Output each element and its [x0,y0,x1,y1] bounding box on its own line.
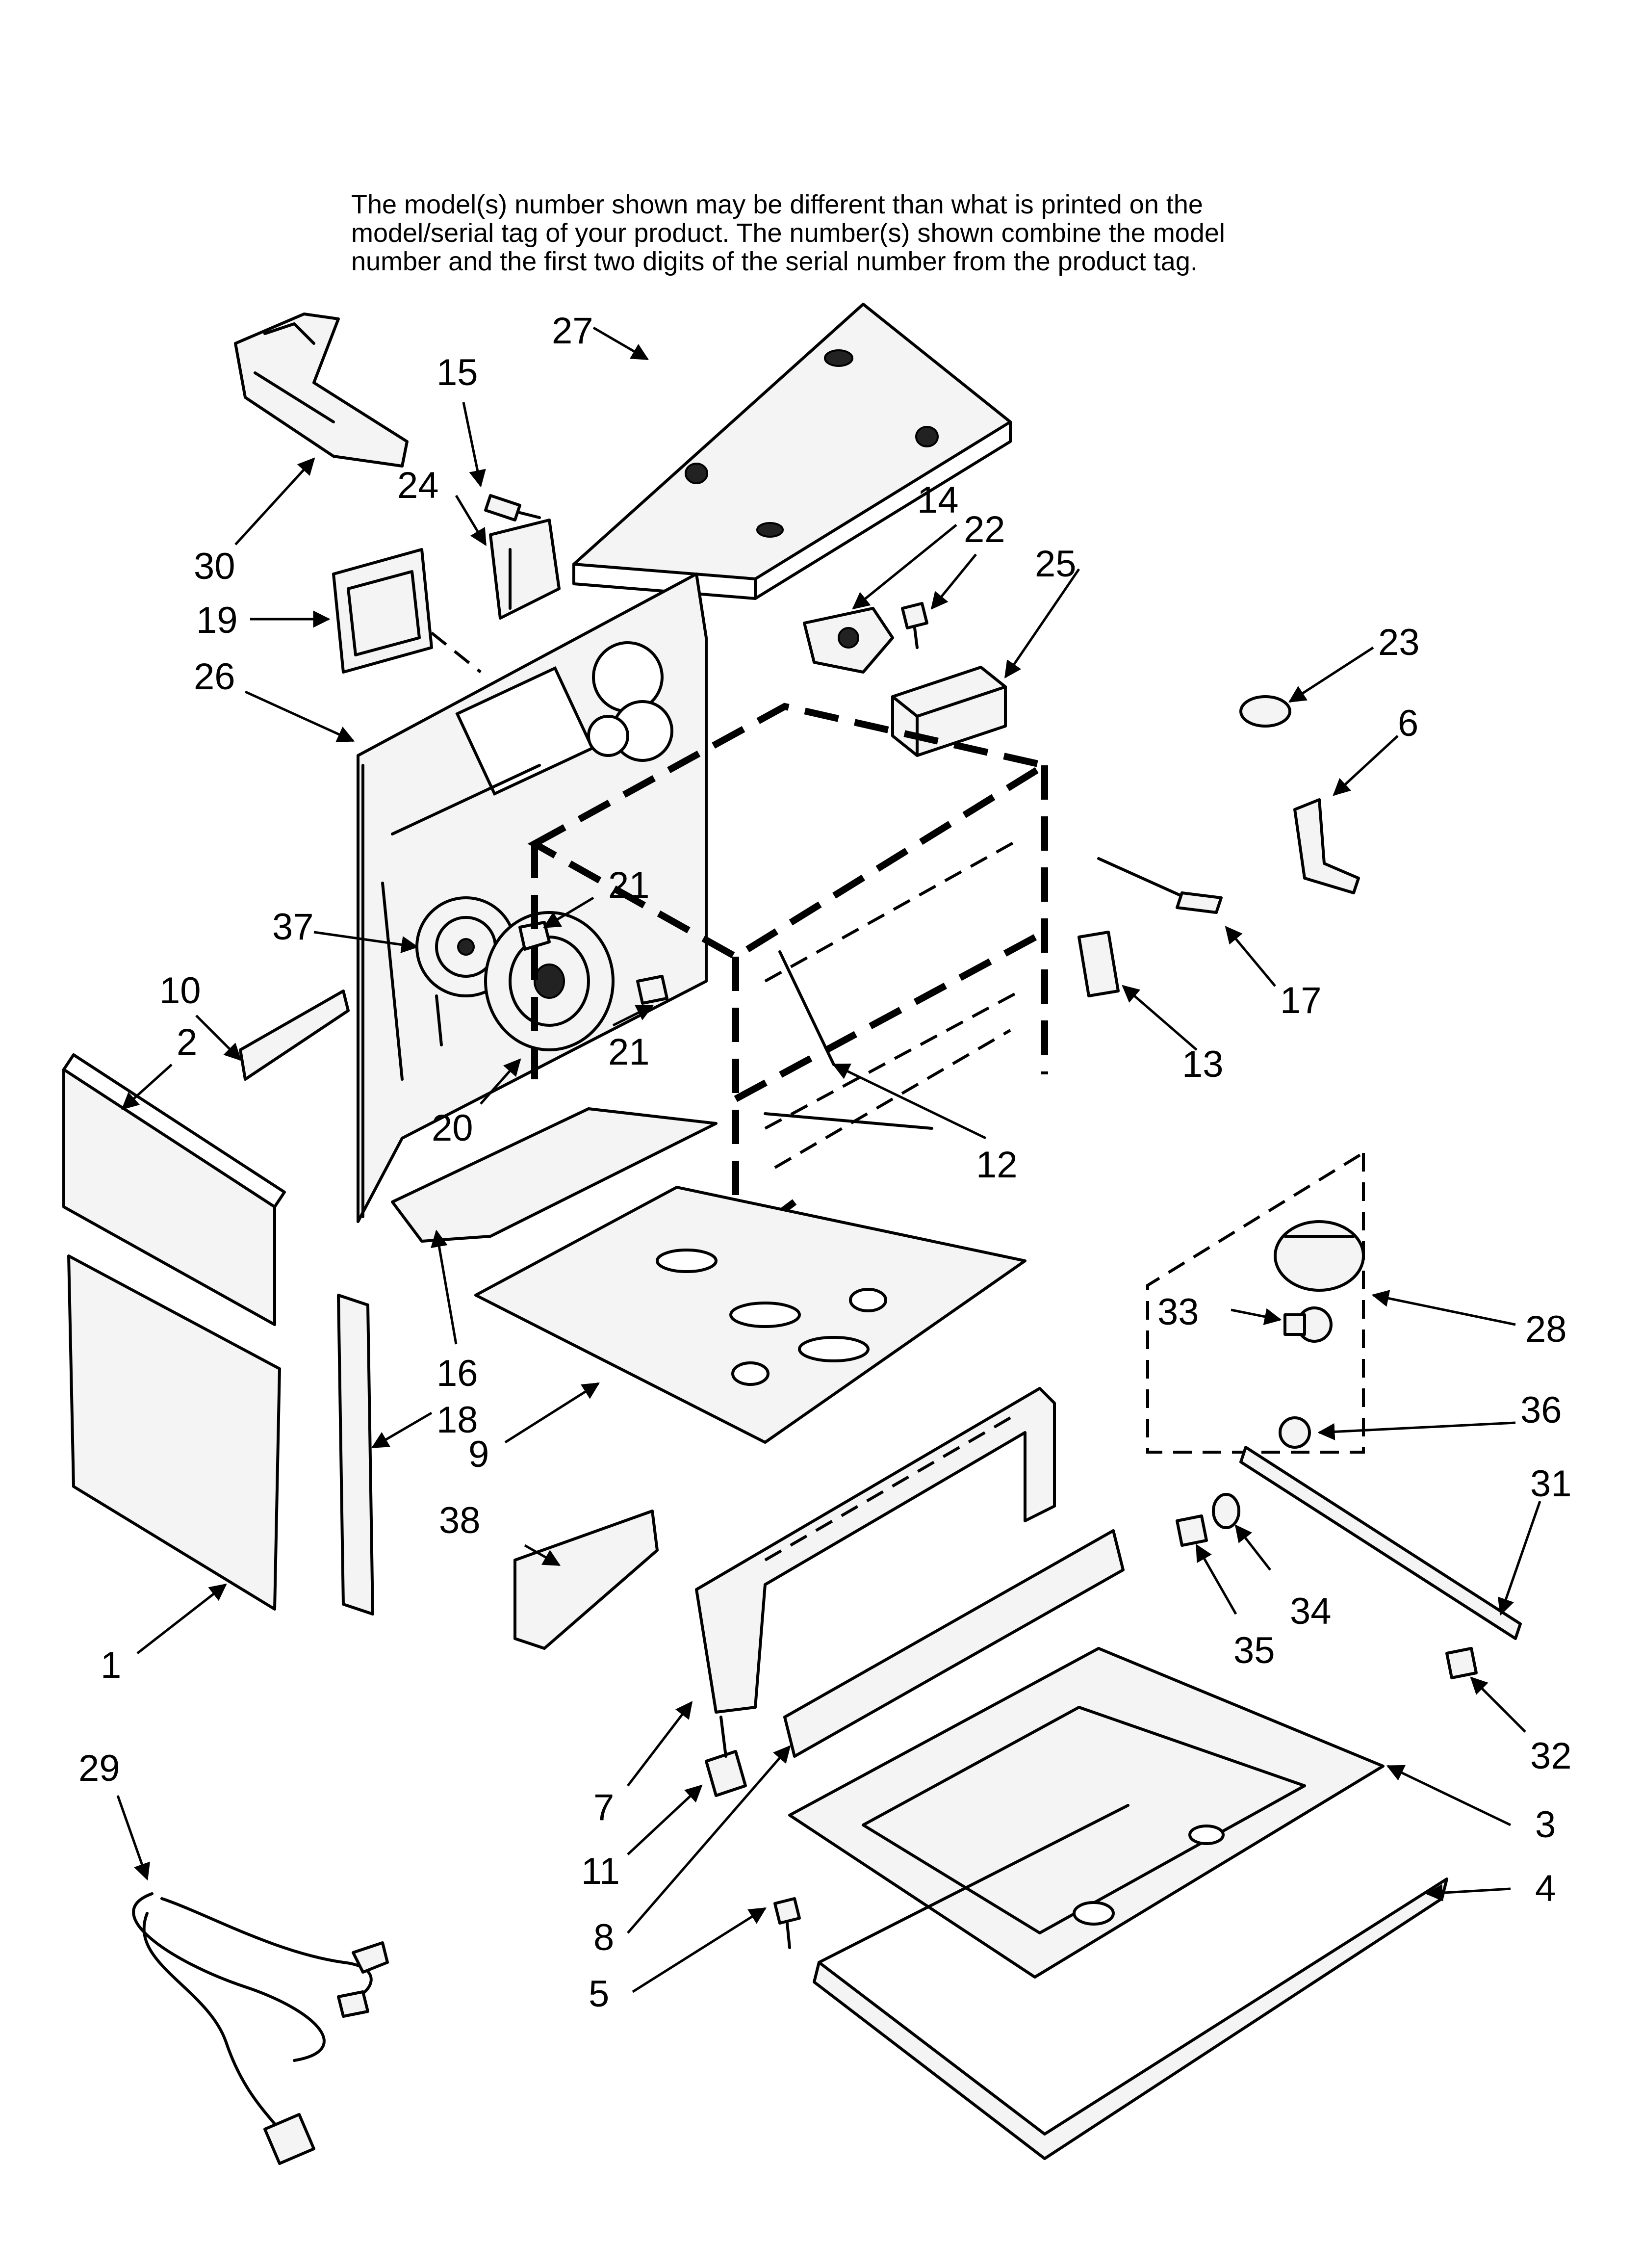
callout-6: 6 [1398,703,1418,744]
callout-17: 17 [1280,980,1322,1021]
part-3-base-pan [788,1647,1385,1979]
callout-15: 15 [436,352,478,393]
callout-22: 22 [964,509,1005,550]
callout-1: 1 [101,1644,121,1686]
part-23-clip [1239,695,1291,728]
note-line-2: model/serial tag of your product. The nu… [351,218,1225,248]
part-17-sensor [1097,857,1223,914]
callout-36: 36 [1520,1389,1562,1431]
callout-12: 12 [976,1144,1018,1186]
callout-26: 26 [194,656,235,698]
part-38-bracket [513,1510,659,1650]
note-line-1: The model(s) number shown may be differe… [351,190,1203,219]
part-33-bulb [1283,1306,1333,1343]
part-21-nut-lower [636,975,668,1005]
callout-3: 3 [1535,1804,1556,1846]
part-14-switch [803,607,894,674]
callout-30: 30 [194,546,235,587]
part-2-upper-side-panel [62,1053,286,1326]
callout-5: 5 [589,1973,609,2015]
part-32-screw [1445,1647,1478,1679]
callout-labels: 1 2 3 4 5 6 7 8 9 10 11 12 13 14 15 16 1… [78,310,1572,2015]
callout-2: 2 [177,1021,197,1063]
part-22-screw [901,602,928,649]
callout-29: 29 [78,1747,120,1789]
part-10-strip [239,990,350,1081]
leader-lines [116,326,1541,1993]
part-25-terminal-block [891,666,1007,757]
callout-14: 14 [917,479,959,521]
part-1-lower-side-panel [67,1254,281,1611]
callout-18: 18 [436,1399,478,1441]
callout-21b: 21 [608,1031,650,1073]
part-30-vent-duct [234,313,409,468]
callout-19: 19 [196,600,238,641]
part-11-leveling-leg [705,1716,747,1797]
callout-8: 8 [593,1917,614,1958]
part-28-light-assembly [1146,1150,1365,1454]
part-8-kick-strip [783,1529,1125,1758]
callout-35: 35 [1233,1630,1275,1671]
callout-25: 25 [1035,543,1077,585]
callout-7: 7 [593,1787,614,1828]
part-12-element [764,950,933,1130]
part-31-rod [1239,1446,1522,1640]
part-20-fan-blade [484,911,615,1051]
callout-9: 9 [468,1434,489,1475]
callout-37: 37 [272,906,314,948]
callout-33: 33 [1157,1291,1199,1333]
callout-11: 11 [581,1851,620,1892]
part-6-bracket [1293,798,1360,894]
callout-34: 34 [1290,1590,1332,1632]
part-29-power-cord [132,1892,389,2165]
note-line-3: number and the first two digits of the s… [351,247,1198,276]
part-19-vent-box [332,548,482,674]
part-35-bolt [1176,1514,1208,1547]
callout-13: 13 [1182,1043,1224,1085]
callout-27: 27 [552,310,593,352]
part-16-support [391,1107,718,1243]
callout-24: 24 [397,465,439,506]
part-7-front-frame [695,1387,1056,1714]
part-9-bottom-pan [474,1186,1026,1444]
callout-32: 32 [1530,1735,1572,1777]
part-27-top-panel [572,303,1012,600]
callout-10: 10 [159,970,201,1012]
callout-31: 31 [1530,1463,1572,1505]
part-15-screw [484,494,541,521]
callout-16: 16 [436,1353,478,1394]
callout-4: 4 [1535,1868,1556,1909]
callout-28: 28 [1525,1308,1567,1350]
callout-38: 38 [439,1500,481,1541]
callout-23: 23 [1378,622,1420,663]
callout-21a: 21 [608,864,650,906]
part-36-nut [1279,1416,1311,1449]
model-number-note: The model(s) number shown may be differe… [351,190,1332,276]
callout-20: 20 [432,1107,473,1149]
part-34-washer [1212,1493,1240,1529]
part-24-bracket [489,519,561,620]
part-13-switch [1078,931,1120,997]
part-18-trim-strip [337,1294,374,1616]
part-5-screw [773,1897,801,1949]
